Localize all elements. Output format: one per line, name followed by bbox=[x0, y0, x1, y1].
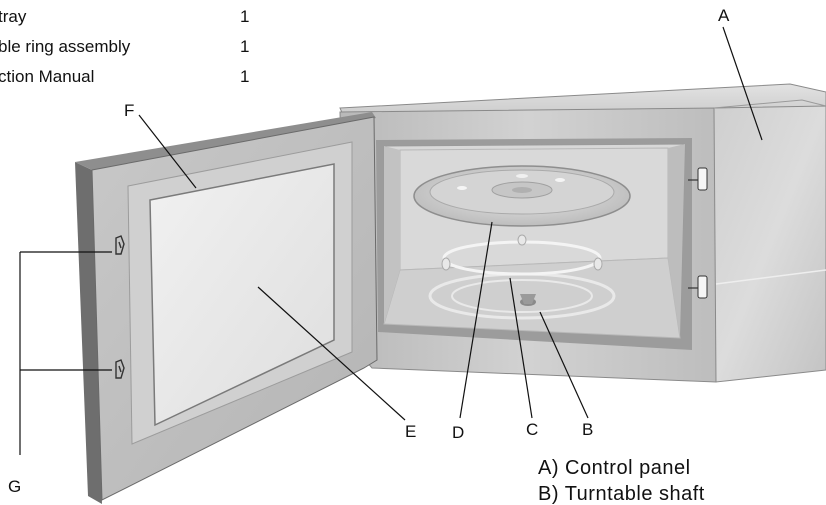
control-panel bbox=[713, 105, 826, 383]
parts-qty-tray: 1 bbox=[240, 7, 250, 26]
latch-hole-lower bbox=[688, 275, 708, 299]
callout-g: G bbox=[8, 477, 22, 496]
door-window bbox=[149, 163, 335, 427]
legend-item-a: A) Control panel bbox=[538, 457, 691, 479]
parts-qty-ring: 1 bbox=[240, 37, 250, 56]
legend-item-b: B) Turntable shaft bbox=[538, 483, 705, 505]
door-top-edge bbox=[75, 112, 376, 170]
parts-qty-manual: 1 bbox=[240, 67, 250, 86]
callout-d: D bbox=[452, 423, 465, 442]
parts-item-manual: ction Manual bbox=[0, 67, 95, 86]
callout-b: B bbox=[582, 420, 594, 439]
parts-item-ring: ble ring assembly bbox=[0, 37, 131, 56]
door-hook-lower bbox=[115, 359, 125, 379]
door-edge bbox=[75, 162, 102, 504]
door-hook-upper bbox=[115, 235, 125, 255]
parts-item-tray: tray bbox=[0, 7, 27, 26]
callout-e: E bbox=[405, 422, 417, 441]
callout-f: F bbox=[124, 101, 135, 120]
callout-a: A bbox=[718, 6, 730, 25]
callout-c: C bbox=[526, 420, 539, 439]
leader-lines bbox=[19, 26, 763, 455]
latch-hole-upper bbox=[688, 167, 708, 191]
